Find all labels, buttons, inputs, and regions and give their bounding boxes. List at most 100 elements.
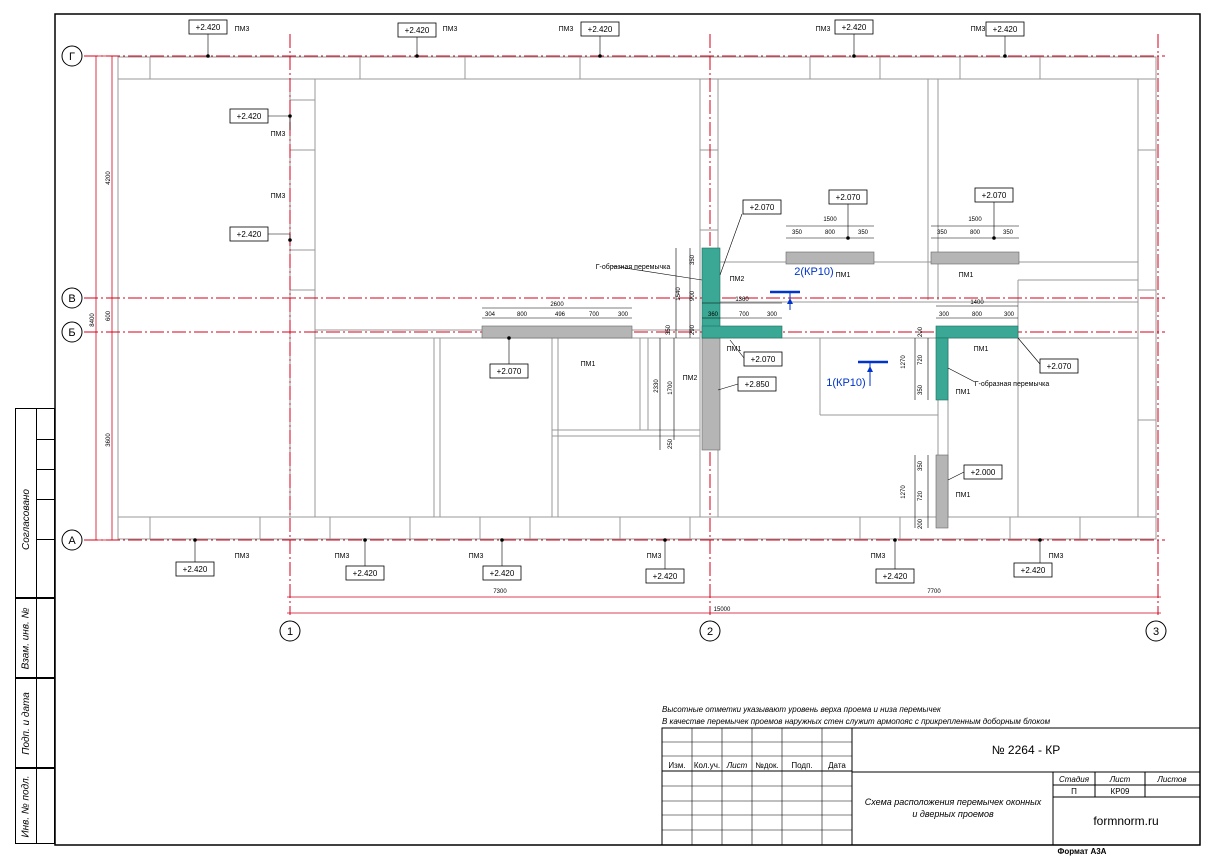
lintels-gray bbox=[481, 251, 1020, 529]
pm3-t3: ПМ3 bbox=[559, 26, 574, 33]
ld-700-d: 700 bbox=[739, 312, 750, 318]
pm3-b6: ПМ3 bbox=[1049, 553, 1064, 560]
axis-label-1: 1 bbox=[287, 626, 293, 638]
lintel-dim-lines bbox=[482, 225, 1019, 528]
inv-divider bbox=[36, 769, 37, 843]
pm2-b: ПМ2 bbox=[683, 375, 698, 382]
elev-top-4: +2.420 bbox=[842, 23, 867, 32]
ld-350-i: 350 bbox=[918, 460, 924, 471]
axis-label-2: 2 bbox=[707, 626, 713, 638]
axis-bubbles bbox=[61, 45, 1167, 642]
pm1-f: ПМ1 bbox=[956, 389, 971, 396]
left-dimensions bbox=[92, 55, 1161, 614]
elev-bot-6: +2.420 bbox=[1021, 566, 1046, 575]
ld-700-c: 700 bbox=[589, 312, 600, 318]
ld-350-h: 350 bbox=[918, 384, 924, 395]
dim-left-total: 8400 bbox=[90, 313, 96, 327]
pm3-b4: ПМ3 bbox=[647, 553, 662, 560]
ld-350-g: 350 bbox=[666, 324, 672, 335]
pm3-t5: ПМ3 bbox=[971, 26, 986, 33]
stamp-stadia-h: Стадия bbox=[1059, 775, 1090, 784]
pm3-b2: ПМ3 bbox=[335, 553, 350, 560]
elev-2000: +2.000 bbox=[971, 468, 996, 477]
stamp-h-list: Лист bbox=[726, 761, 748, 770]
elev-top-1: +2.420 bbox=[196, 23, 221, 32]
section-1-label: 1(КР10) bbox=[826, 377, 865, 389]
lintels-teal bbox=[701, 247, 1019, 401]
stamp-doc-number: № 2264 - КР bbox=[992, 743, 1061, 757]
elev-2070-c: +2.070 bbox=[982, 191, 1007, 200]
ld-800-b: 800 bbox=[970, 230, 981, 236]
elev-left-1: +2.420 bbox=[237, 112, 262, 121]
dim-bottom-2-3: 7700 bbox=[927, 589, 941, 595]
sheet-frame bbox=[54, 13, 1201, 846]
stamp-site: formnorm.ru bbox=[1093, 814, 1158, 828]
elev-top-2: +2.420 bbox=[405, 26, 430, 35]
elev-bot-5: +2.420 bbox=[883, 572, 908, 581]
stamp-title: Схема расположения перемычек оконных и д… bbox=[864, 797, 1042, 819]
stamp-h-kol: Кол.уч. bbox=[694, 761, 720, 770]
pm3-b3: ПМ3 bbox=[469, 553, 484, 560]
ld-720-h: 720 bbox=[918, 354, 924, 365]
approval-row-2 bbox=[36, 469, 54, 470]
elev-bot-4: +2.420 bbox=[653, 572, 678, 581]
stamp-h-ndok: №док. bbox=[755, 761, 778, 770]
stamp-h-izm: Изм. bbox=[668, 761, 685, 770]
ld-1270-i: 1270 bbox=[901, 485, 907, 499]
ld-800-e: 800 bbox=[972, 312, 983, 318]
ld-350-f: 350 bbox=[690, 254, 696, 265]
approval-row-4 bbox=[36, 539, 54, 540]
ld-250: 250 bbox=[668, 438, 674, 449]
dim-bottom-total: 15000 bbox=[714, 607, 731, 613]
dim-left-g-v: 4200 bbox=[106, 171, 112, 185]
pm3-l2: ПМ3 bbox=[271, 193, 286, 200]
note-2: В качестве перемычек проемов наружных ст… bbox=[662, 717, 1051, 726]
elev-top-5: +2.420 bbox=[993, 25, 1018, 34]
section-2-label: 2(КР10) bbox=[794, 266, 833, 278]
elev-bot-3: +2.420 bbox=[490, 569, 515, 578]
ld-200-i: 200 bbox=[918, 518, 924, 529]
pm3-t1: ПМ3 bbox=[235, 26, 250, 33]
elev-2070-a: +2.070 bbox=[750, 203, 775, 212]
ld-800-a: 800 bbox=[825, 230, 836, 236]
elevation-boxes bbox=[175, 19, 1079, 584]
approval-row-1 bbox=[36, 439, 54, 440]
stamp-listov-h: Листов bbox=[1156, 775, 1186, 784]
ld-350-a1: 350 bbox=[792, 230, 803, 236]
axis-label-g: Г bbox=[69, 51, 75, 63]
dim-bottom-1-2: 7300 bbox=[493, 589, 507, 595]
elev-2070-f: +2.070 bbox=[1047, 362, 1072, 371]
podp-divider bbox=[36, 679, 37, 767]
ld-720-i: 720 bbox=[918, 490, 924, 501]
ld-1540: 1540 bbox=[676, 287, 682, 301]
axis-label-a: А bbox=[68, 535, 76, 547]
ld-2330: 2330 bbox=[654, 379, 660, 393]
ld-1400: 1400 bbox=[970, 300, 984, 306]
elev-top-3: +2.420 bbox=[588, 25, 613, 34]
axis-label-v: В bbox=[68, 293, 75, 305]
note-1: Высотные отметки указывают уровень верха… bbox=[662, 705, 942, 714]
pm3-t4: ПМ3 bbox=[816, 26, 831, 33]
pm1-a: ПМ1 bbox=[836, 272, 851, 279]
ld-350-b1: 350 bbox=[937, 230, 948, 236]
ld-300-e1: 300 bbox=[939, 312, 950, 318]
pm1-d: ПМ1 bbox=[727, 346, 742, 353]
ld-300-c: 300 bbox=[618, 312, 629, 318]
elev-bot-2: +2.420 bbox=[353, 569, 378, 578]
stamp-format: Формат А3А bbox=[1058, 847, 1107, 856]
stamp-h-data: Дата bbox=[828, 761, 846, 770]
ld-1500-b: 1500 bbox=[968, 217, 982, 223]
pm2-a: ПМ2 bbox=[730, 276, 745, 283]
ld-300-d: 300 bbox=[767, 312, 778, 318]
ld-304: 304 bbox=[485, 312, 496, 318]
pm1-g: ПМ1 bbox=[956, 492, 971, 499]
leaders bbox=[193, 34, 1042, 569]
ld-300-e2: 300 bbox=[1004, 312, 1015, 318]
elev-2070-b: +2.070 bbox=[836, 193, 861, 202]
pm1-c: ПМ1 bbox=[581, 361, 596, 368]
axis-label-3: 3 bbox=[1153, 626, 1159, 638]
ld-350-b2: 350 bbox=[1003, 230, 1014, 236]
pm3-b5: ПМ3 bbox=[871, 553, 886, 560]
approval-grid bbox=[36, 409, 37, 597]
